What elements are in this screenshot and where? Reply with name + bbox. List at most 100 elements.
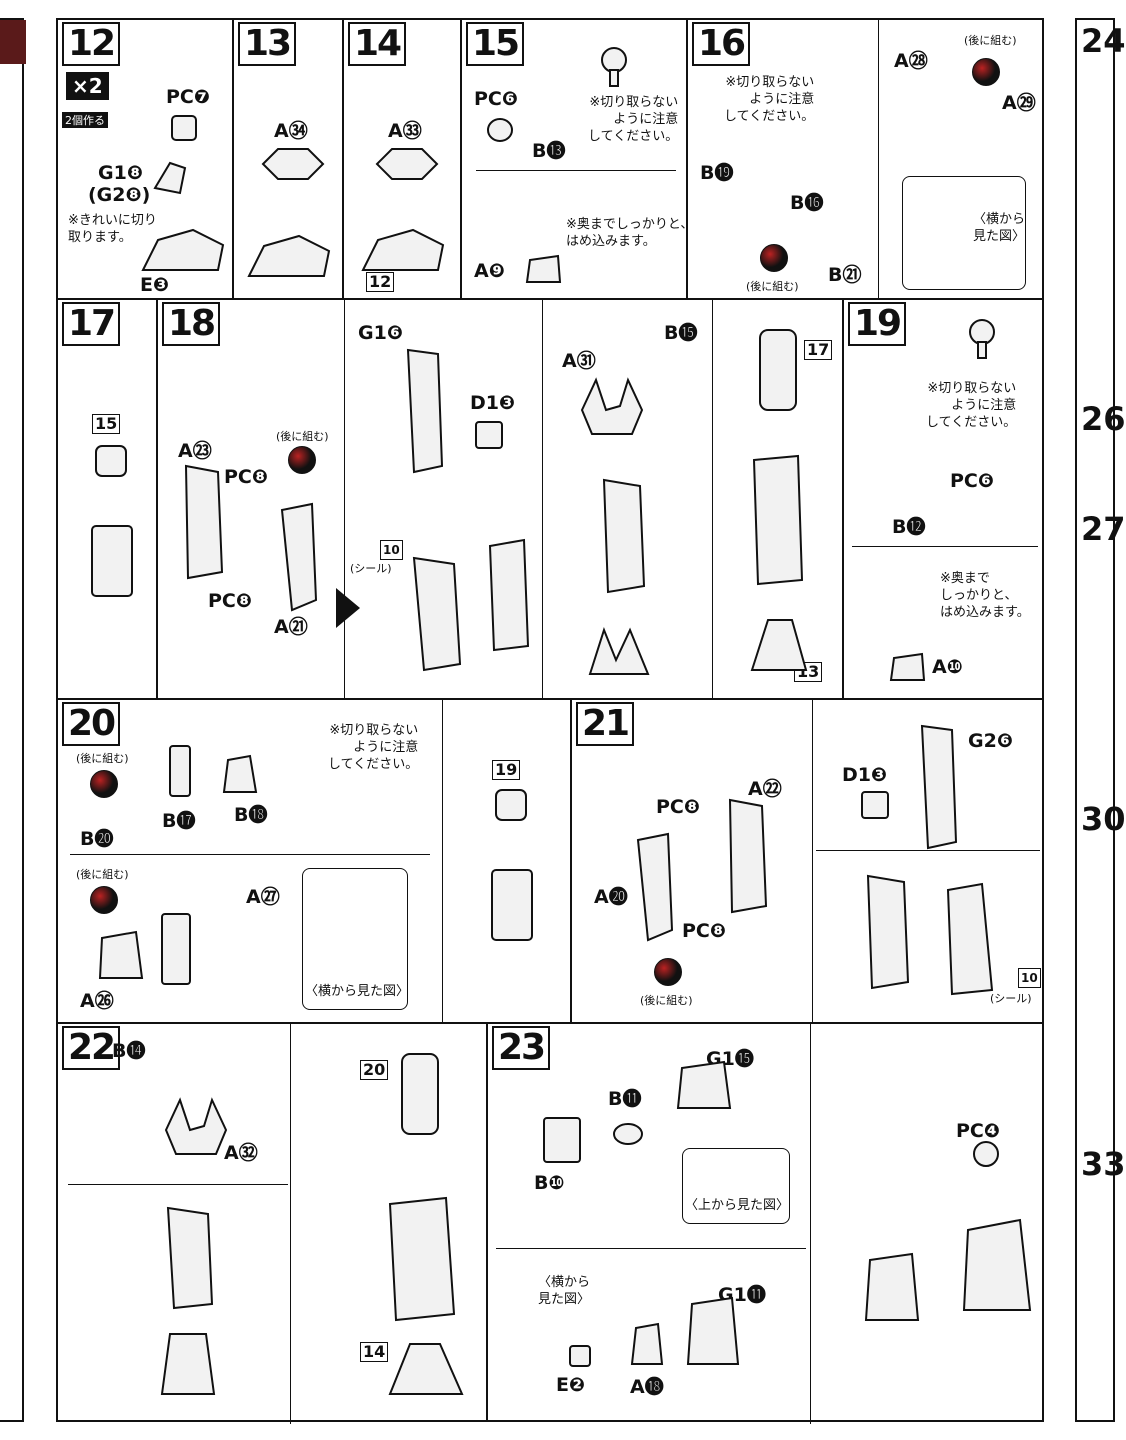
- part-label-a10: A❿: [932, 656, 963, 678]
- part-base-drawing: [141, 228, 225, 271]
- divider-line: [70, 854, 430, 855]
- step-12-panel: 12 ×2 2個作る PC❼ G1❽ (G2❽) ※きれいに切り 取ります。 E…: [56, 18, 234, 300]
- later-assembly-note: (後に組む): [276, 430, 329, 443]
- step-21-panel: 21 PC❽ A㉒ A⓴ PC❽ (後に組む) D1❸ G2❻ 10 (シール): [570, 698, 1044, 1026]
- divider-v3: [712, 300, 713, 702]
- divider-line: [852, 546, 1038, 547]
- joint-drawing: [969, 319, 995, 359]
- part-frame-drawing: [161, 913, 191, 985]
- part-g15-drawing: [676, 1060, 732, 1109]
- part-label-g18: G1❽: [98, 162, 143, 184]
- step-number-24: 24: [1081, 22, 1126, 60]
- part-a20-drawing: [636, 832, 674, 942]
- caution-note: ※切り取らない ように注意 してください。: [724, 75, 815, 124]
- part-label-b14: B⓮: [112, 1040, 146, 1062]
- part-label-b10: B❿: [534, 1172, 565, 1194]
- part-label-a22: A㉒: [748, 778, 782, 800]
- later-assembly-marker-2: [972, 58, 1000, 86]
- step-15-panel: 15 PC❻ B⓭ ※切り取らない ように注意 してください。 ※奥までしっかり…: [460, 18, 693, 300]
- vertical-divider: [878, 20, 879, 302]
- part-b11-drawing: [613, 1123, 643, 1145]
- part-label-a21: A㉑: [274, 616, 308, 638]
- part-label-pc8-bottom: PC❽: [208, 590, 252, 612]
- part-a33-drawing: [375, 148, 439, 180]
- part-g16-drawing: [406, 348, 444, 474]
- ankle-cover-drawing: [864, 1252, 920, 1321]
- part-label-a9: A❾: [474, 260, 505, 282]
- part-label-b16: B⓰: [790, 192, 824, 214]
- step-number-33: 33: [1081, 1145, 1126, 1183]
- step-number: 16: [692, 22, 751, 66]
- part-label-a33: A㉝: [388, 120, 422, 142]
- step-number: 22: [62, 1026, 121, 1070]
- step-number: 23: [492, 1026, 551, 1070]
- step-number: 14: [348, 22, 407, 66]
- foot-guard-drawing: [588, 627, 650, 675]
- part-base-drawing: [361, 228, 445, 271]
- divider-line: [816, 850, 1040, 851]
- part-label-g16: G1❻: [358, 322, 403, 344]
- part-label-a27: A㉗: [246, 886, 280, 908]
- arrow-next: [336, 588, 360, 628]
- part-pc7-drawing: [171, 115, 197, 141]
- part-e2-drawing: [569, 1345, 591, 1367]
- divider-line: [476, 170, 676, 171]
- part-label-pc8-bottom: PC❽: [682, 920, 726, 942]
- later-assembly-marker: [760, 244, 788, 272]
- part-a10-drawing: [889, 652, 926, 681]
- ref-step-17: 17: [804, 340, 833, 360]
- part-g26-drawing: [920, 724, 958, 850]
- right-edge-column: 24 26 27 30 33: [1075, 18, 1126, 1422]
- step-number: 21: [576, 702, 635, 746]
- part-label-b15: B⓯: [664, 322, 698, 344]
- part-label-b18: B⓲: [234, 804, 268, 826]
- part-label-a23: A㉓: [178, 440, 212, 462]
- part-a26-drawing: [98, 930, 144, 979]
- step-number: 12: [62, 22, 121, 66]
- later-assembly-note: (後に組む): [640, 994, 693, 1007]
- step-20-panel: 20 (後に組む) ※切り取らない ように注意 してください。 B⓴ B⓱ B⓲…: [56, 698, 572, 1026]
- leg-lower-drawing: [160, 1206, 216, 1395]
- part-label-b17: B⓱: [162, 810, 196, 832]
- part-label-pc6: PC❻: [950, 470, 994, 492]
- part-label-e2: E❷: [556, 1374, 586, 1396]
- ankle-assembly-drawing: [962, 1218, 1032, 1311]
- part-a34-drawing: [261, 148, 325, 180]
- part-d13-drawing: [475, 421, 503, 449]
- part-d13-drawing: [861, 791, 889, 819]
- frame-drawing: [728, 798, 768, 914]
- part-pc4-drawing: [973, 1141, 999, 1167]
- left-header-bar: [0, 20, 26, 64]
- top-view-box: 〈上から見た図〉: [682, 1148, 790, 1224]
- insert-note: ※奥までしっかりと、 はめ込みます。: [566, 217, 694, 249]
- part-label-pc6: PC❻: [474, 88, 518, 110]
- part-label-a28: A㉘: [894, 50, 928, 72]
- leg-assembled-drawing: [388, 1053, 464, 1395]
- leg-shell-right-drawing: [946, 882, 994, 996]
- step-14-panel: 14 A㉝ 12: [342, 18, 462, 300]
- left-edge-column: [0, 18, 26, 1422]
- step-number-26: 26: [1081, 400, 1126, 438]
- part-label-g26: G2❻: [968, 730, 1013, 752]
- cutting-note: ※きれいに切り 取ります。: [68, 213, 157, 245]
- part-a9-drawing: [525, 254, 562, 283]
- step-13-panel: 13 A㉞: [232, 18, 344, 300]
- part-label-b12: B⓬: [892, 516, 926, 538]
- part-label-a32: A㉜: [224, 1142, 258, 1164]
- part-g18-drawing: [153, 161, 187, 195]
- leg-mid-drawing: [602, 478, 646, 594]
- part-a31-drawing: [580, 377, 644, 435]
- side-view-label: 〈横から 見た図〉: [538, 1275, 591, 1307]
- part-b10-drawing: [543, 1117, 581, 1163]
- step-number: 20: [62, 702, 121, 746]
- part-label-a29: A㉙: [1002, 92, 1036, 114]
- step-number-30: 30: [1081, 800, 1126, 838]
- divider-v1: [344, 300, 345, 702]
- seal-label: (シール): [350, 562, 392, 575]
- part-label-d13: D1❸: [842, 764, 888, 786]
- side-view-label: 〈横から見た図〉: [305, 984, 410, 999]
- divider-v: [810, 1024, 811, 1424]
- seal-number: 10: [380, 540, 403, 560]
- step-18-panel: 18 A㉓ (後に組む) PC❽ PC❽ A㉑ G1❻ D1❸ 10 (シール)…: [156, 298, 844, 702]
- seal-label: (シール): [990, 992, 1032, 1005]
